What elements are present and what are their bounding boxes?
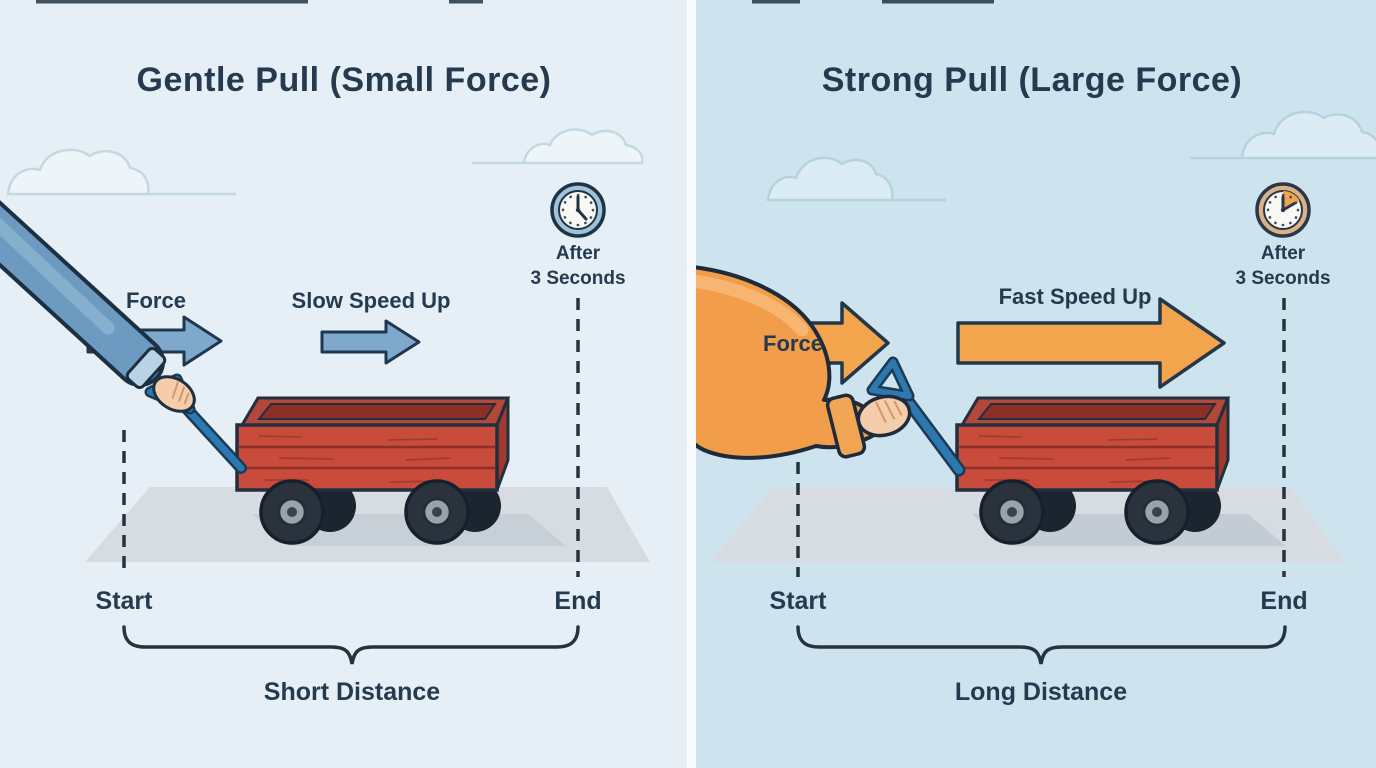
end-label: End [1260, 587, 1307, 615]
clock-caption-line2: 3 Seconds [530, 268, 625, 289]
start-label: Start [770, 587, 828, 615]
speed-label: Fast Speed Up [999, 284, 1152, 309]
gentle-pull-illustration: Gentle Pull (Small Force) After 3 Second… [0, 0, 650, 706]
speed-arrow [956, 297, 1226, 389]
top-border-mark [36, 0, 483, 4]
wagon-handle [866, 356, 966, 477]
clock-icon [1255, 182, 1311, 238]
panel-gentle-pull: Gentle Pull (Small Force) After 3 Second… [0, 0, 687, 768]
top-border-mark [752, 0, 994, 4]
distance-brace [796, 625, 1287, 665]
sleeve-cuff [125, 347, 167, 389]
start-label: Start [96, 587, 154, 615]
cloud-icon [1190, 110, 1376, 160]
arm-illustration [0, 200, 196, 413]
speed-arrow [320, 319, 421, 365]
hand [152, 375, 196, 413]
arm-illustration [696, 265, 912, 460]
clock-caption-line1: After [1261, 243, 1306, 264]
force-label: Force [126, 288, 186, 313]
panel-title: Gentle Pull (Small Force) [137, 61, 552, 99]
strong-pull-illustration: Strong Pull (Large Force) After 3 Second… [696, 0, 1376, 706]
clock-caption-line1: After [556, 243, 601, 264]
clock-caption-line2: 3 Seconds [1235, 268, 1330, 289]
distance-brace [122, 625, 580, 665]
hand [856, 394, 912, 438]
distance-label: Short Distance [264, 678, 441, 706]
force-label: Force [763, 331, 823, 356]
distance-label: Long Distance [955, 678, 1127, 706]
speed-label: Slow Speed Up [292, 288, 451, 313]
panel-strong-pull: Strong Pull (Large Force) After 3 Second… [696, 0, 1376, 768]
clock-icon [550, 182, 606, 238]
cloud-icon [766, 156, 946, 202]
panel-divider [687, 0, 696, 768]
end-label: End [554, 587, 601, 615]
cloud-icon [472, 128, 644, 165]
cloud-icon [6, 148, 236, 196]
panel-title: Strong Pull (Large Force) [822, 61, 1243, 99]
